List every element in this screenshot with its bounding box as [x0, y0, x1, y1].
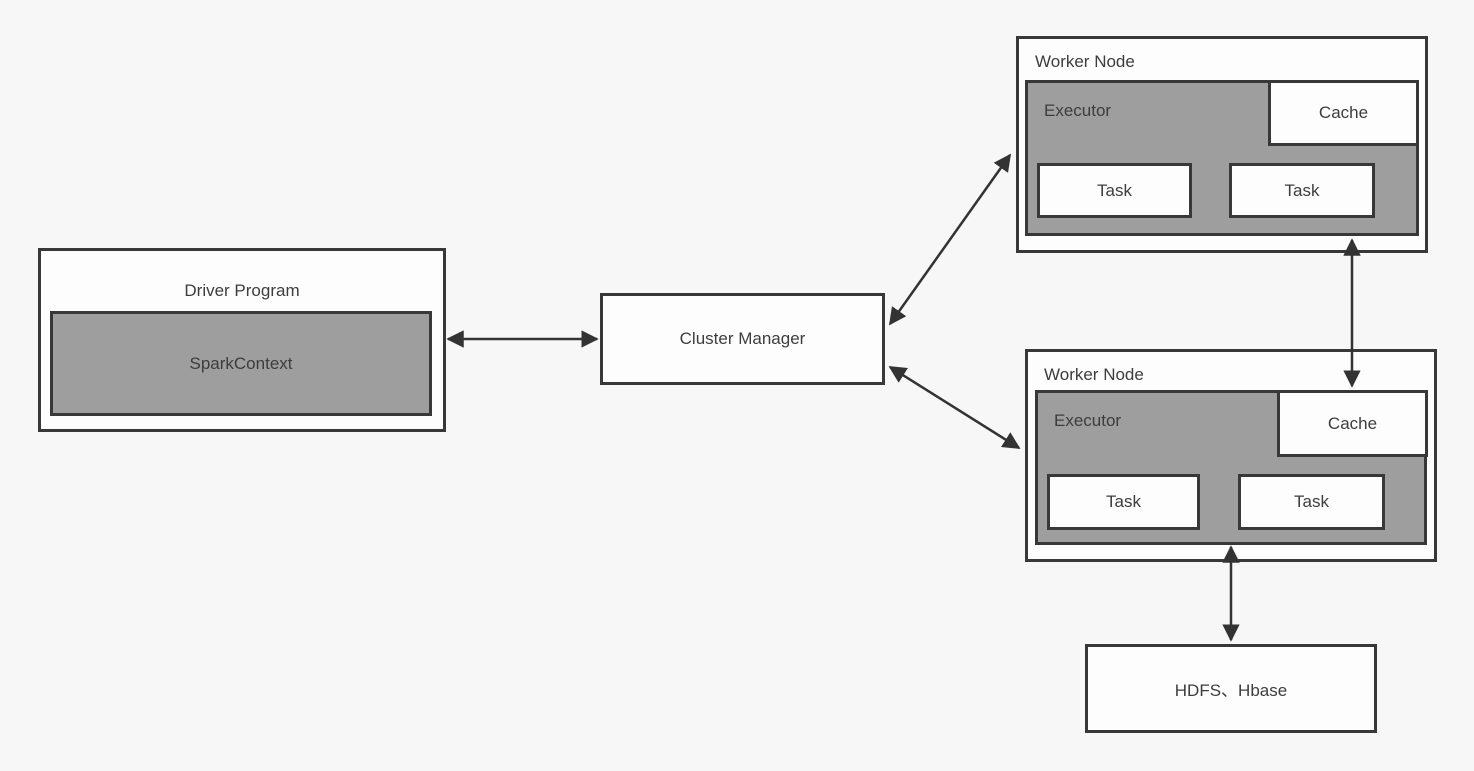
driver-program-box: Driver Program SparkContext — [38, 248, 446, 432]
task-1b-label: Task — [1284, 180, 1320, 200]
task-1a-box: Task — [1037, 163, 1192, 218]
executor-2-label: Executor — [1054, 411, 1122, 430]
task-2b-label: Task — [1294, 492, 1329, 511]
task-2a-label: Task — [1106, 492, 1141, 511]
worker-node-2-label: Worker Node — [1044, 365, 1144, 384]
worker-node-2-box: Worker Node Executor Cache Task Task — [1025, 349, 1437, 562]
cluster-manager-label: Cluster Manager — [679, 329, 806, 348]
storage-label: HDFS、Hbase — [1174, 681, 1288, 700]
spark-context-box: SparkContext — [50, 311, 432, 416]
worker-node-1-box: Worker Node Executor Cache Task Task — [1016, 36, 1428, 253]
cluster-manager-box: Cluster Manager — [600, 293, 885, 385]
executor-1-label: Executor — [1044, 101, 1112, 120]
cache-2-label: Cache — [1327, 413, 1378, 433]
task-1a-label: Task — [1097, 180, 1132, 200]
driver-program-label: Driver Program — [184, 281, 300, 300]
storage-box: HDFS、Hbase — [1085, 644, 1377, 733]
cache-1-label: Cache — [1318, 103, 1369, 122]
task-2a-box: Task — [1047, 474, 1200, 530]
task-2b-box: Task — [1238, 474, 1385, 530]
task-1b-box: Task — [1229, 163, 1375, 218]
spark-context-label: SparkContext — [189, 353, 293, 373]
cache-2-box: Cache — [1277, 390, 1428, 457]
arrow-cluster-worker2 — [888, 365, 1021, 450]
arrow-cluster-worker1 — [888, 153, 1012, 326]
cache-1-box: Cache — [1268, 80, 1419, 146]
worker-node-1-label: Worker Node — [1035, 52, 1135, 71]
